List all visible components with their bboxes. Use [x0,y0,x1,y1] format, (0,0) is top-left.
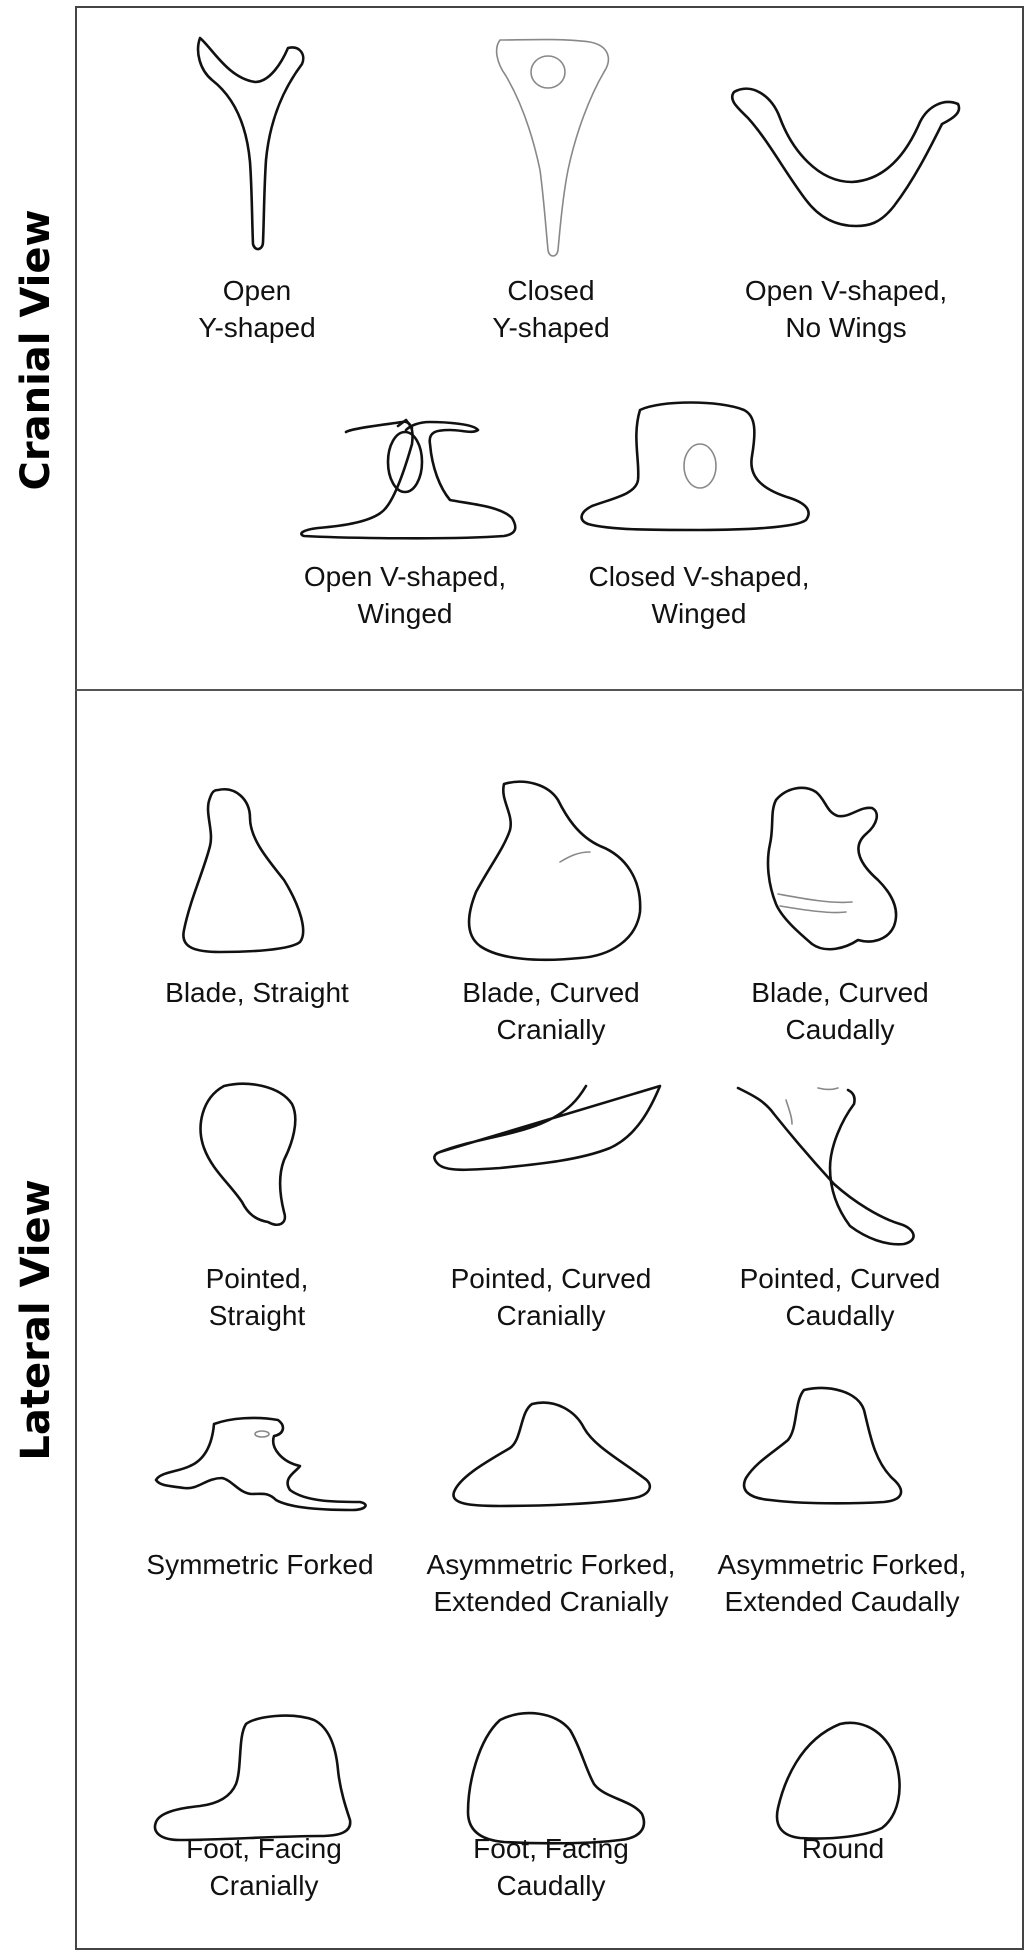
open-v-shaped-winged-icon [301,420,515,538]
caption-open-v-shaped-no-wings: Open V-shaped, No Wings [681,272,1011,346]
caption-closed-y-shaped: Closed Y-shaped [386,272,716,346]
blade-straight-icon [183,789,303,952]
caption-closed-v-shaped-winged: Closed V-shaped, Winged [534,558,864,632]
caption-pointed-curved-cranially: Pointed, Curved Cranially [386,1260,716,1334]
symmetric-forked-icon [156,1418,366,1510]
caption-foot-facing-caudally: Foot, Facing Caudally [386,1830,716,1904]
caption-round: Round [678,1830,1008,1867]
caption-open-v-shaped-winged: Open V-shaped, Winged [240,558,570,632]
closed-v-shaped-winged-icon [582,403,809,531]
caption-pointed-curved-caudally: Pointed, Curved Caudally [675,1260,1005,1334]
asymmetric-forked-extended-cranially-icon [453,1403,649,1506]
caption-foot-facing-cranially: Foot, Facing Cranially [99,1830,429,1904]
open-y-shaped-icon [198,38,303,249]
blade-curved-cranially-icon [469,782,640,960]
caption-symmetric-forked: Symmetric Forked [95,1546,425,1583]
pointed-curved-caudally-icon [738,1088,914,1244]
round-icon [777,1723,900,1839]
asymmetric-forked-extended-caudally-icon [744,1388,901,1503]
caption-open-y-shaped: Open Y-shaped [92,272,422,346]
closed-y-shaped-icon [497,40,609,257]
blade-curved-caudally-icon [768,788,896,949]
caption-blade-curved-cranially: Blade, Curved Cranially [386,974,716,1048]
caption-asymmetric-forked-extended-cranially: Asymmetric Forked, Extended Cranially [386,1546,716,1620]
foot-facing-cranially-icon [155,1716,350,1840]
pointed-curved-cranially-icon [434,1086,660,1170]
foot-facing-caudally-icon [468,1713,644,1843]
caption-pointed-straight: Pointed, Straight [92,1260,422,1334]
open-v-shaped-no-wings-icon [732,89,959,226]
caption-blade-curved-caudally: Blade, Curved Caudally [675,974,1005,1048]
caption-blade-straight: Blade, Straight [92,974,422,1011]
pointed-straight-icon [201,1084,296,1225]
caption-asymmetric-forked-extended-caudally: Asymmetric Forked, Extended Caudally [677,1546,1007,1620]
